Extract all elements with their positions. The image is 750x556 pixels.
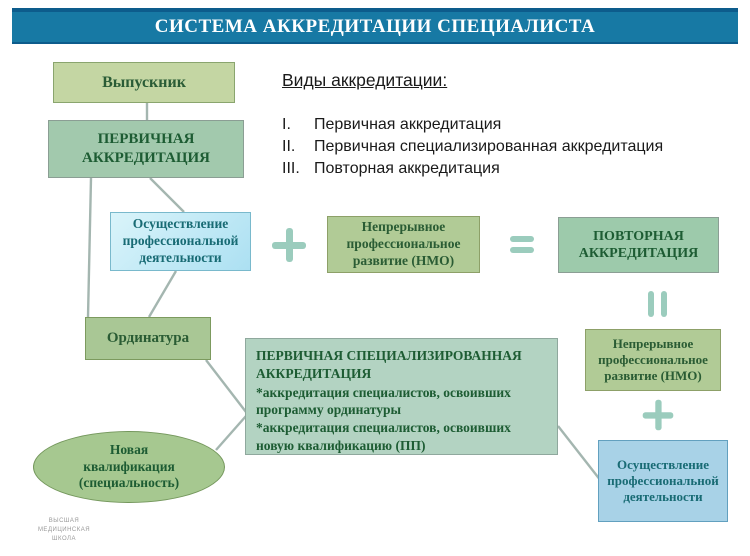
logo-line: МЕДИЦИНСКАЯ <box>37 527 91 533</box>
list-label: Первичная аккредитация <box>314 116 502 133</box>
logo-line: ШКОЛА <box>52 536 76 542</box>
primary-specialized-bullet: *аккредитация специалистов, освоивших пр… <box>256 384 511 418</box>
list-numeral: I. <box>282 116 291 133</box>
accreditation-types-heading: Виды аккредитации: <box>282 70 448 90</box>
equals-icon <box>510 236 534 258</box>
primary-accreditation-box: ПЕРВИЧНАЯ АККРЕДИТАЦИЯ <box>48 120 244 178</box>
primary-accreditation-label: ПЕРВИЧНАЯ АККРЕДИТАЦИЯ <box>82 131 210 166</box>
school-logo: ВЫСШАЯ МЕДИЦИНСКАЯ ШКОЛА <box>24 517 104 544</box>
professional-activity-right-label: Осуществление профессиональной деятельно… <box>607 456 719 505</box>
cme-right-label: Непрерывное профессиональное развитие (Н… <box>598 335 708 384</box>
repeat-accreditation-label: ПОВТОРНАЯ АККРЕДИТАЦИЯ <box>578 228 699 262</box>
list-item: I. Первичная аккредитация <box>282 114 663 136</box>
double-bar-equals-icon <box>648 291 667 317</box>
new-qualification-ellipse: Новая квалификация (специальность) <box>33 431 225 503</box>
plus-icon <box>642 399 674 431</box>
cme-middle-box: Непрерывное профессиональное развитие (Н… <box>327 216 480 273</box>
list-item: III. Повторная аккредитация <box>282 158 663 180</box>
primary-specialized-box: ПЕРВИЧНАЯ СПЕЦИАЛИЗИРОВАННАЯ АККРЕДИТАЦИ… <box>245 338 558 455</box>
professional-activity-left-label: Осуществление профессиональной деятельно… <box>122 216 239 265</box>
list-numeral: II. <box>282 138 296 155</box>
primary-specialized-bullet: *аккредитация специалистов, освоивших но… <box>256 420 511 454</box>
accreditation-types-block: Виды аккредитации: I. Первичная аккредит… <box>282 70 663 180</box>
cme-right-box: Непрерывное профессиональное развитие (Н… <box>585 329 721 391</box>
logo-line: ВЫСШАЯ <box>48 518 80 524</box>
residency-box: Ординатура <box>85 317 211 360</box>
list-numeral: III. <box>282 160 300 177</box>
residency-label: Ординатура <box>106 330 190 347</box>
cme-middle-label: Непрерывное профессиональное развитие (Н… <box>346 219 461 268</box>
plus-icon <box>272 228 306 262</box>
slide-title: СИСТЕМА АККРЕДИТАЦИИ СПЕЦИАЛИСТА <box>154 16 596 37</box>
list-label: Первичная специализированная аккредитаци… <box>314 138 664 155</box>
new-qualification-label: Новая квалификация (специальность) <box>78 441 180 491</box>
professional-activity-left-box: Осуществление профессиональной деятельно… <box>110 212 251 271</box>
list-item: II. Первичная специализированная аккреди… <box>282 136 663 158</box>
graduate-label: Выпускник <box>102 73 186 91</box>
repeat-accreditation-box: ПОВТОРНАЯ АККРЕДИТАЦИЯ <box>558 217 719 273</box>
professional-activity-right-box: Осуществление профессиональной деятельно… <box>598 440 728 522</box>
slide-title-bar: СИСТЕМА АККРЕДИТАЦИИ СПЕЦИАЛИСТА <box>12 8 738 44</box>
list-label: Повторная аккредитация <box>314 160 500 177</box>
graduate-box: Выпускник <box>53 62 235 103</box>
primary-specialized-title: ПЕРВИЧНАЯ СПЕЦИАЛИЗИРОВАННАЯ АККРЕДИТАЦИ… <box>256 348 522 381</box>
